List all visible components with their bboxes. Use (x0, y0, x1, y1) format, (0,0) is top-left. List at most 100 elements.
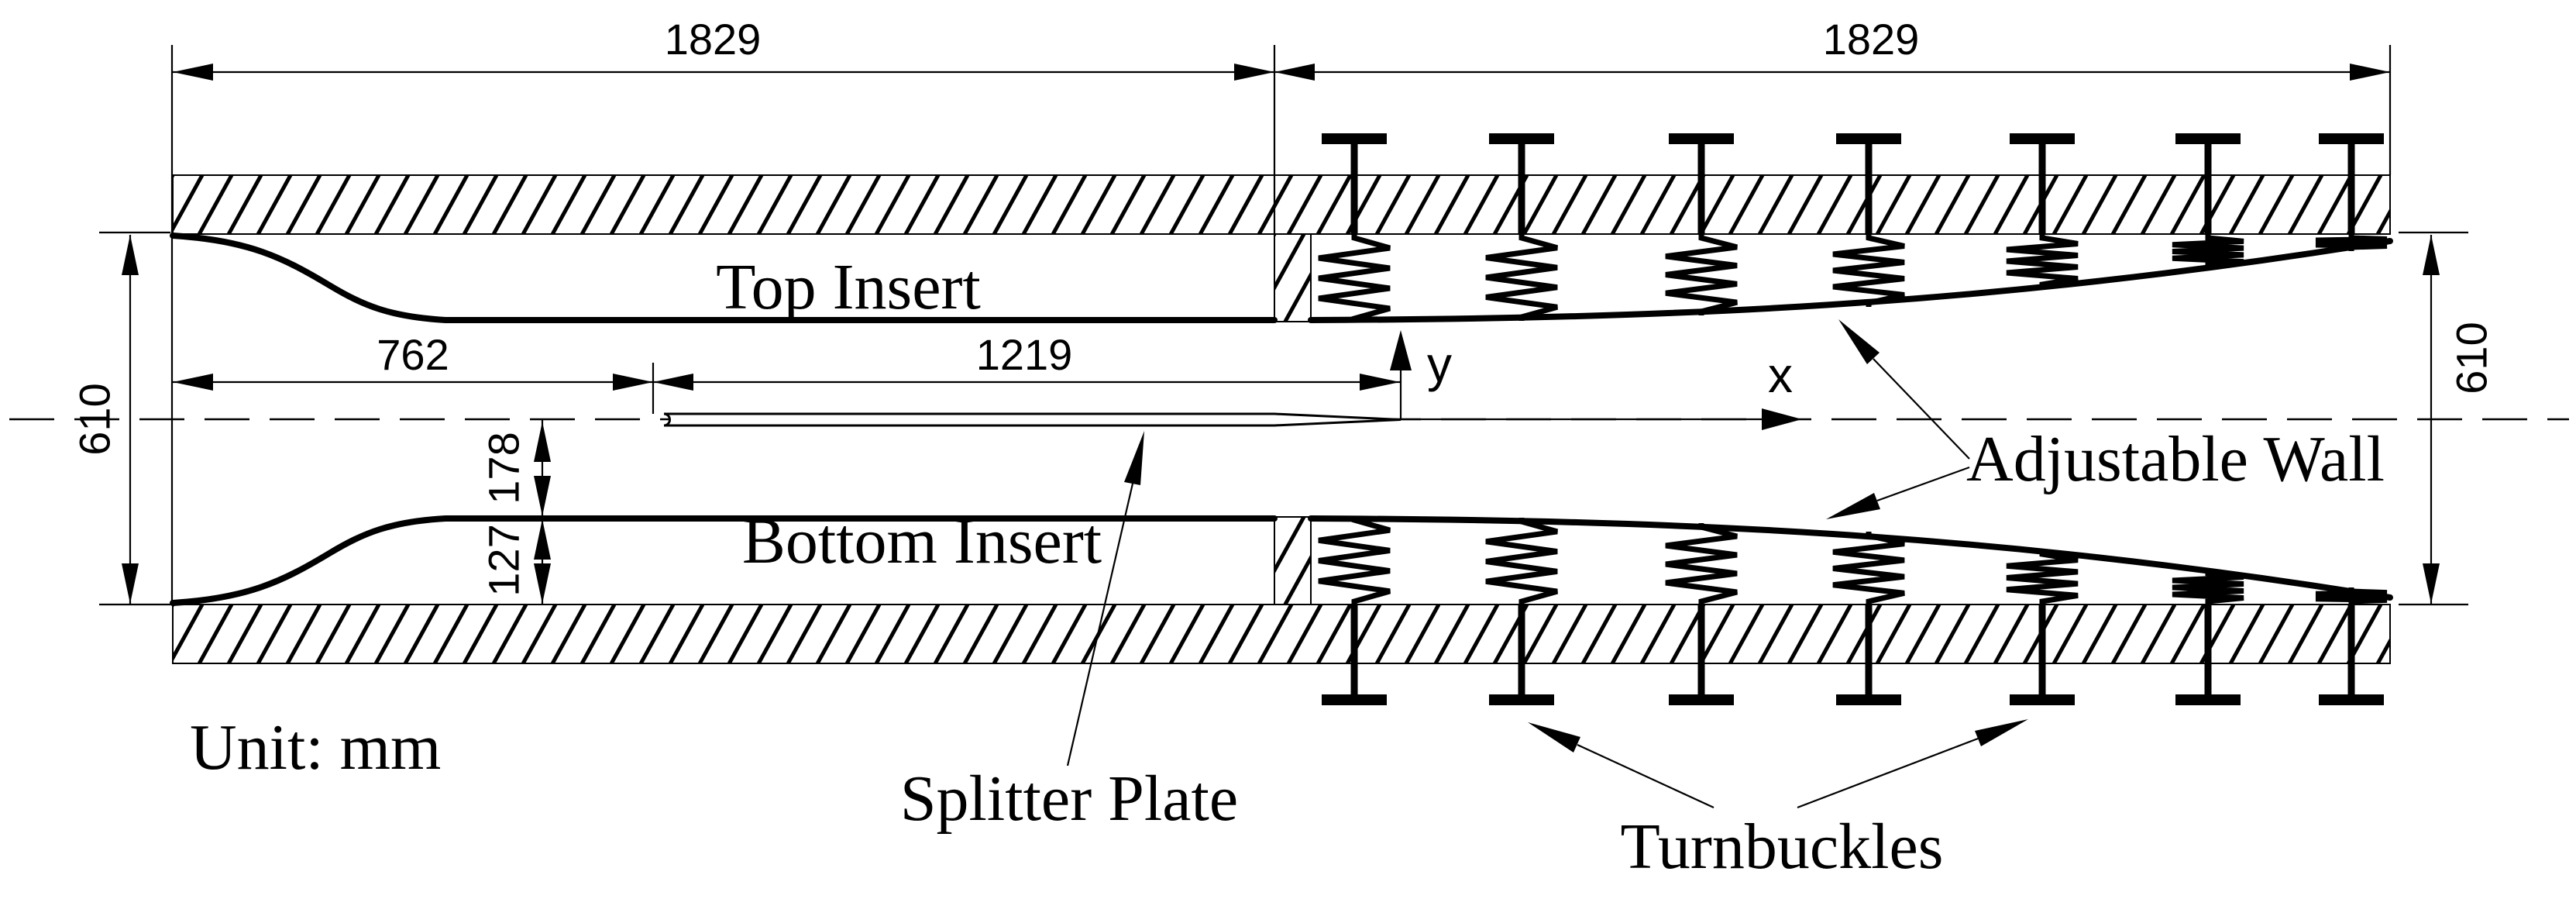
hatch-line (1817, 604, 1853, 663)
turnbuckle-cap (1836, 694, 1901, 705)
leader-splitter-plate (1066, 483, 1134, 766)
hatch-line (404, 175, 440, 234)
arrowhead (653, 374, 693, 391)
hatch-line (1522, 604, 1559, 663)
hatch-line (1228, 175, 1264, 234)
turnbuckle-cap (1322, 133, 1387, 144)
hatch-line (2111, 175, 2148, 234)
hatch-line (286, 175, 322, 234)
hatch-line (173, 604, 175, 609)
hatch-line (1817, 175, 1853, 234)
hatch-line (875, 604, 911, 663)
hatch-line (1405, 175, 1441, 234)
arrowhead (1274, 64, 1315, 81)
arrowhead (122, 563, 139, 604)
hatch-line (1110, 604, 1147, 663)
arrowhead (122, 235, 139, 275)
hatch-region (173, 175, 2390, 234)
hatch-region (1274, 517, 1311, 604)
hatch-line (992, 175, 1029, 234)
hatch-line (1964, 604, 2000, 663)
hatch-line (198, 175, 234, 234)
hatch-line (1274, 517, 1277, 522)
hatch-line (1434, 604, 1470, 663)
x-axis-arrow-icon (1762, 408, 1802, 430)
turnbuckle-cap (2175, 694, 2241, 705)
hatch-line (698, 604, 734, 663)
hatch-line (551, 604, 587, 663)
hatch-line (2288, 604, 2324, 663)
hatch-line (1846, 175, 1883, 234)
hatch-line (875, 175, 911, 234)
unit-note: Unit: mm (190, 711, 441, 784)
bottom-insert-contour (170, 515, 1278, 606)
dim-insert-thickness: 127 (480, 524, 528, 596)
hatch-line (2229, 175, 2265, 234)
turnbuckle (2172, 133, 2244, 269)
hatch-line (551, 175, 587, 234)
hatch-line (1611, 604, 1647, 663)
hatch-line (173, 604, 205, 663)
hatch-line (315, 604, 352, 663)
hatch-line (580, 604, 617, 663)
turnbuckle-cap (1489, 694, 1554, 705)
dim-inlet-height: 610 (71, 383, 119, 455)
hatch-line (1316, 175, 1353, 234)
arrowhead (2423, 563, 2440, 604)
hatch-line (2170, 175, 2206, 234)
splitter-plate-label: Splitter Plate (900, 763, 1238, 835)
spring-icon (2315, 587, 2388, 605)
arrowhead (534, 476, 551, 516)
leader-arrow-icon (1975, 719, 2028, 746)
leader-arrow-icon (1826, 493, 1880, 519)
turnbuckle (1832, 532, 1905, 705)
hatch-line (1758, 604, 1794, 663)
arrowhead (534, 563, 551, 604)
turnbuckle-cap (1489, 133, 1554, 144)
hatch-line (404, 604, 440, 663)
hatch-line (1935, 175, 1971, 234)
hatch-line (963, 175, 999, 234)
hatch-line (1640, 604, 1677, 663)
dim-upstream-length: 1829 (665, 15, 762, 64)
dim-splitter-length: 1219 (976, 330, 1073, 379)
hatch-line (1905, 604, 1941, 663)
hatch-line (2258, 175, 2295, 234)
splitter-plate-shape (663, 412, 1401, 427)
hatch-line (2317, 175, 2354, 234)
turnbuckle (1318, 133, 1391, 322)
turnbuckle (1318, 516, 1391, 705)
top-insert-contour (170, 232, 1278, 323)
hatch-line (816, 604, 852, 663)
hatch-line (610, 175, 646, 234)
hatch-line (286, 604, 322, 663)
hatch-line (173, 175, 175, 180)
turnbuckle (1485, 518, 1558, 705)
hatch-line (463, 604, 499, 663)
hatch-line (639, 175, 676, 234)
hatch-line (1581, 604, 1618, 663)
hatch-line (1787, 604, 1824, 663)
hatch-line (1405, 604, 1441, 663)
turnbuckle (2315, 587, 2388, 705)
spring-icon (1832, 532, 1905, 605)
spring-icon (2172, 234, 2244, 269)
hatch-line (1964, 175, 2000, 234)
arrowhead (2350, 64, 2390, 81)
hatch-line (1022, 175, 1058, 234)
hatch-line (1552, 175, 1588, 234)
hatch-line (2052, 175, 2089, 234)
hatch-line (727, 175, 764, 234)
spring-icon (1485, 518, 1558, 605)
hatch-line (374, 604, 411, 663)
spring-icon (1318, 516, 1391, 605)
hatch-line (1140, 604, 1176, 663)
hatch-line (1051, 604, 1088, 663)
hatch-line (521, 175, 558, 234)
hatch-line (345, 604, 381, 663)
hatch-line (2141, 175, 2177, 234)
dim-nozzle-length: 762 (377, 330, 449, 379)
hatch-line (1316, 604, 1353, 663)
spring-icon (1485, 234, 1558, 321)
hatch-line (2288, 175, 2324, 234)
